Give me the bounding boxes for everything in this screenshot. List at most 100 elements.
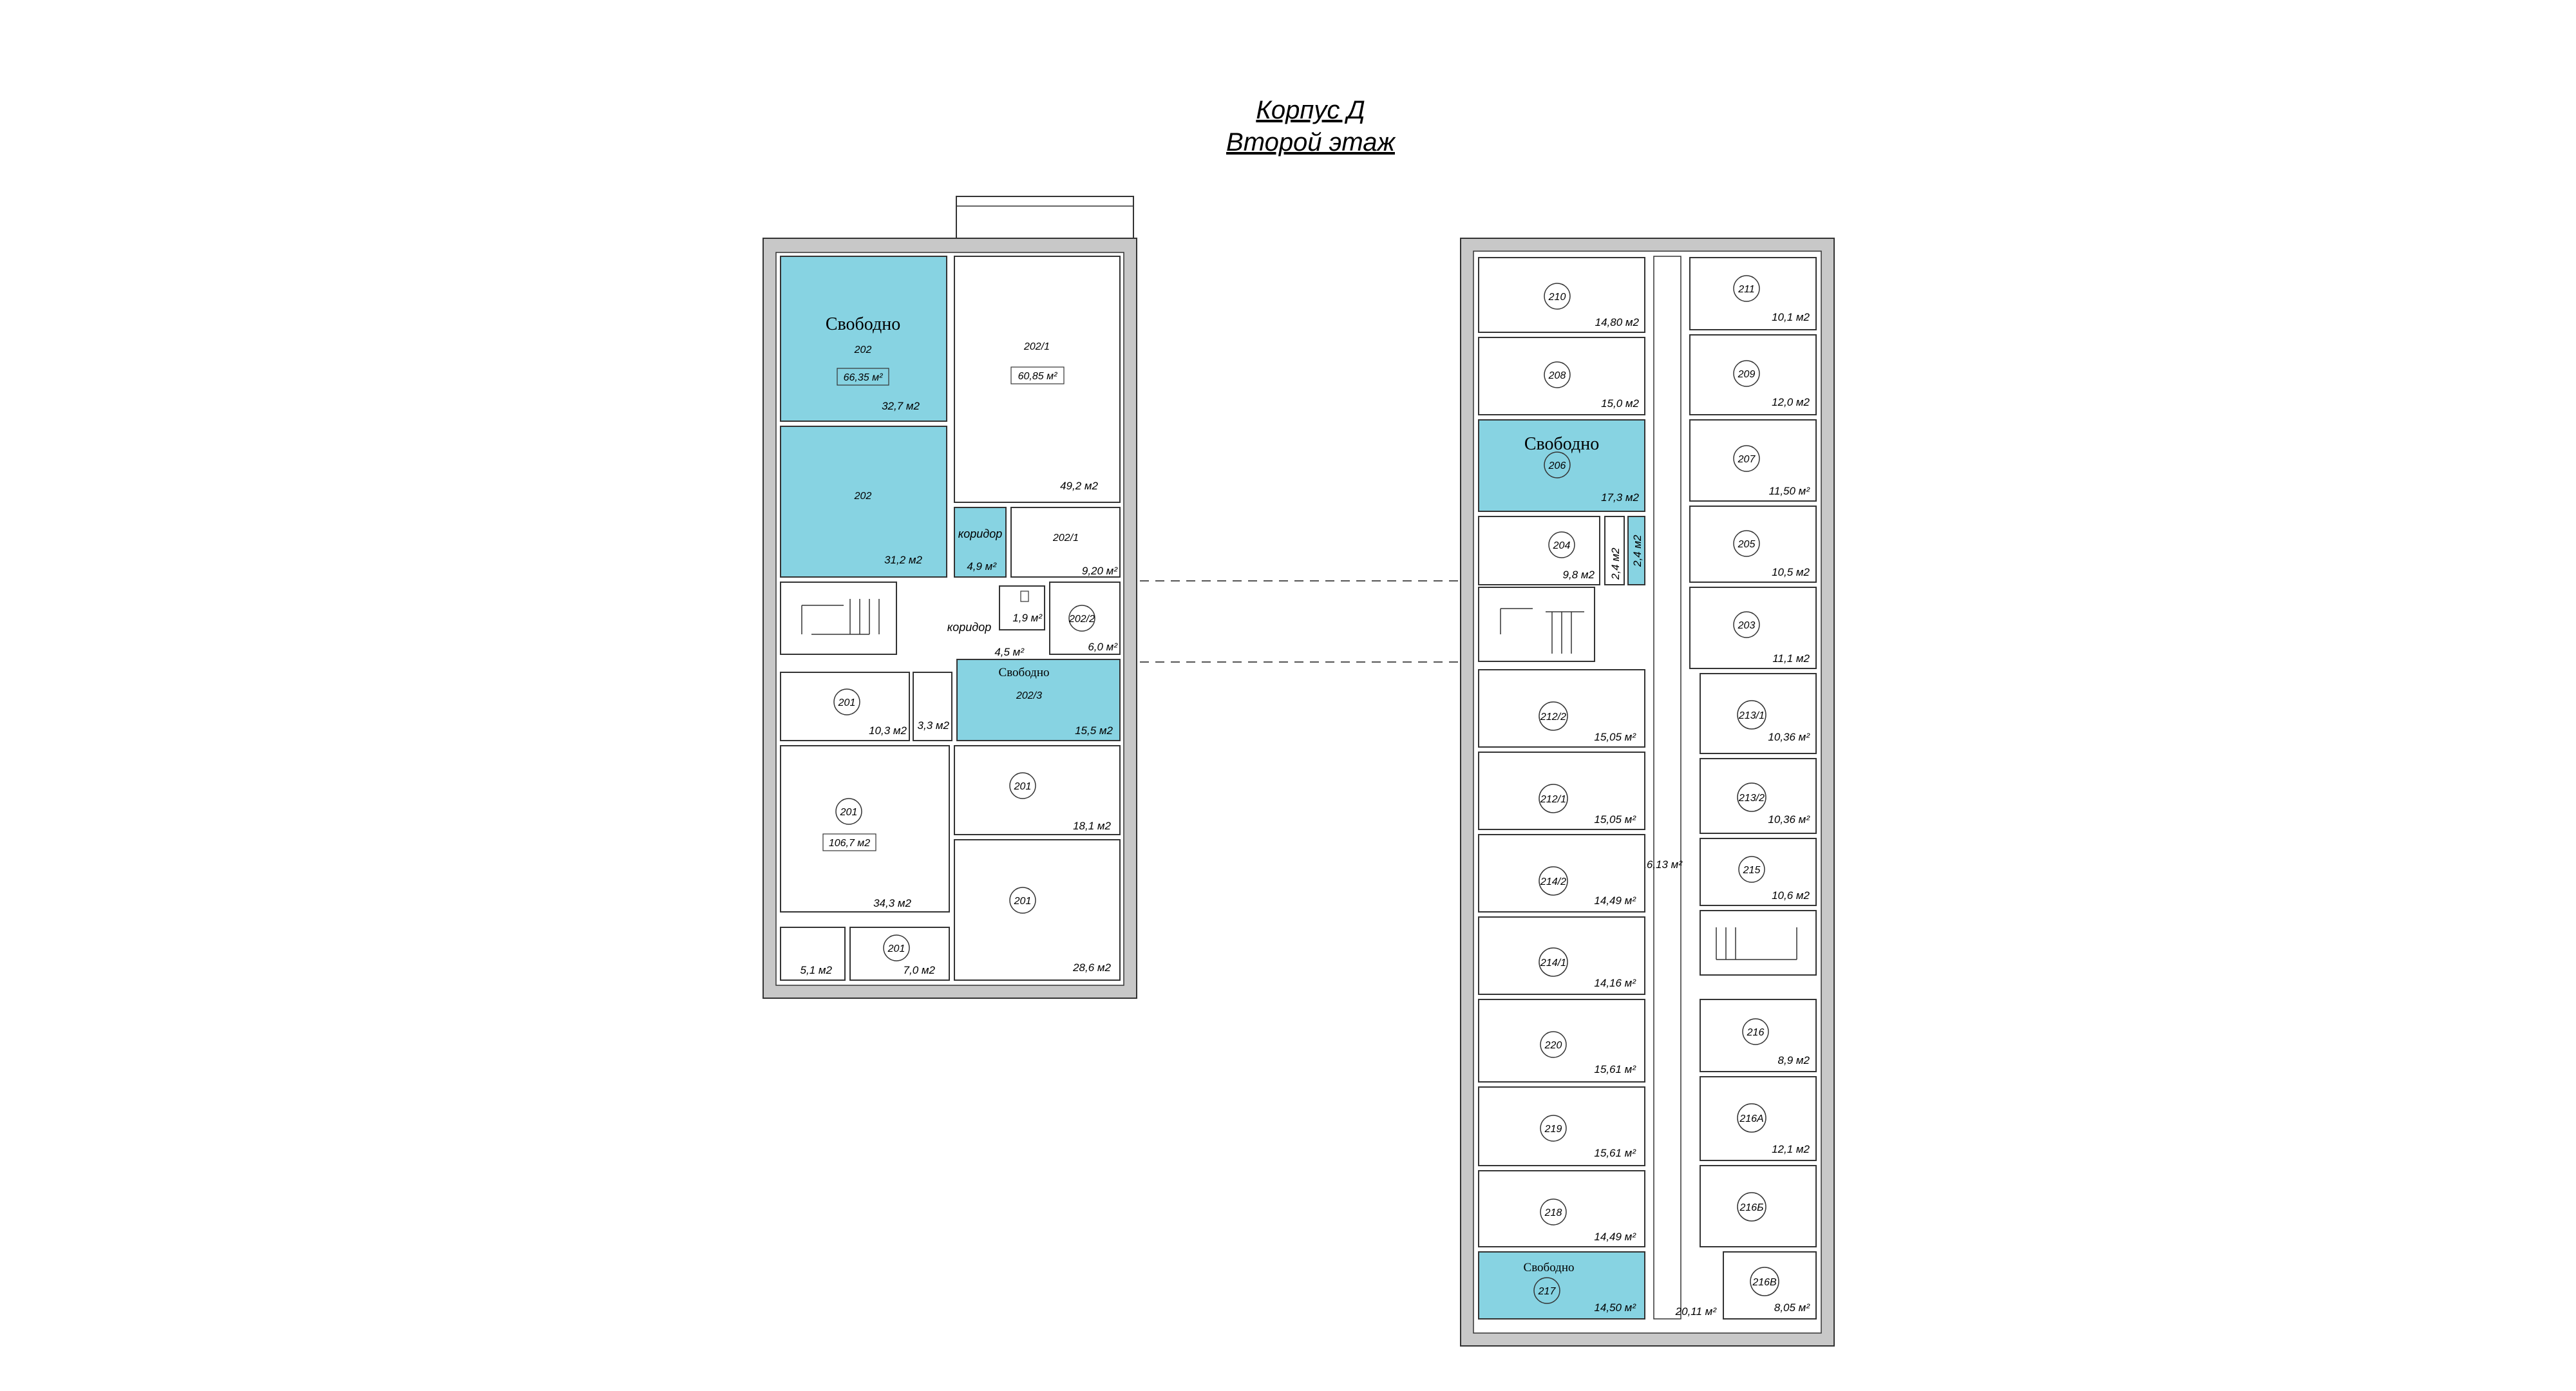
- room-216V[interactable]: [1723, 1251, 1817, 1320]
- room-202-3[interactable]: [956, 659, 1121, 741]
- room-207[interactable]: [1689, 419, 1817, 502]
- room-206-area: 17,3 м2: [1601, 491, 1639, 504]
- room-211[interactable]: [1689, 257, 1817, 330]
- room-201-a-area: 10,3 м2: [869, 724, 907, 737]
- room-202-1-a-total-box: [1010, 366, 1065, 384]
- room-220-marker: [1540, 1031, 1567, 1058]
- room-212-2-area: 15,05 м²: [1594, 731, 1636, 743]
- room-216A[interactable]: [1700, 1076, 1817, 1161]
- room-201-f-area: 7,0 м2: [904, 964, 936, 976]
- room-small-1[interactable]: [1604, 516, 1625, 585]
- room-208[interactable]: [1478, 337, 1645, 415]
- room-216A-area: 12,1 м2: [1772, 1143, 1810, 1155]
- room-209-area: 12,0 м2: [1772, 396, 1810, 408]
- room-210[interactable]: [1478, 257, 1645, 333]
- room-204[interactable]: [1478, 516, 1600, 585]
- room-206-marker: [1544, 451, 1571, 478]
- room-203[interactable]: [1689, 587, 1817, 669]
- room-202-2-area: 6,0 м²: [1088, 641, 1118, 653]
- room-210-number: 210: [1548, 292, 1566, 303]
- room-201-a[interactable]: [780, 672, 910, 741]
- room-201-b[interactable]: [780, 745, 950, 913]
- right-building-block: 16,13 м² 20,11 м² 210 14,80 м2 208 15,0 …: [1460, 238, 1835, 1347]
- room-220-number: 220: [1544, 1040, 1562, 1051]
- room-201-a-number: 201: [838, 697, 856, 708]
- room-219[interactable]: [1478, 1086, 1645, 1166]
- room-219-area: 15,61 м²: [1594, 1147, 1636, 1159]
- room-220[interactable]: [1478, 999, 1645, 1083]
- room-213-2[interactable]: [1700, 758, 1817, 834]
- room-corridor-upper[interactable]: [954, 507, 1007, 578]
- room-201-e-area: 5,1 м2: [800, 964, 833, 976]
- room-202-1-b-area: 9,20 м²: [1082, 565, 1118, 577]
- room-212-1-area: 15,05 м²: [1594, 813, 1636, 826]
- room-207-marker: [1733, 445, 1760, 472]
- room-204-marker: [1548, 531, 1575, 558]
- room-215-area: 10,6 м2: [1772, 889, 1810, 902]
- room-214-2-marker: [1539, 866, 1568, 896]
- room-213-2-marker: [1737, 782, 1766, 812]
- room-207-number: 207: [1738, 454, 1756, 465]
- room-202-3-status: Свободно: [999, 666, 1050, 679]
- room-201-vest[interactable]: [913, 672, 952, 741]
- room-206[interactable]: [1478, 419, 1645, 512]
- room-209-marker: [1733, 360, 1760, 387]
- room-212-2-number: 212/2: [1540, 712, 1566, 723]
- room-218[interactable]: [1478, 1170, 1645, 1247]
- toilet-icon: [1020, 591, 1029, 602]
- room-201-d[interactable]: [954, 839, 1121, 981]
- room-201-e[interactable]: [780, 927, 846, 981]
- room-210-marker: [1544, 283, 1571, 310]
- room-215[interactable]: [1700, 838, 1817, 906]
- room-201-b-total-box: [822, 833, 876, 851]
- room-211-area: 10,1 м2: [1772, 311, 1810, 323]
- room-219-marker: [1540, 1115, 1567, 1142]
- room-202-2-marker: [1068, 605, 1095, 632]
- room-216B-marker: [1737, 1192, 1766, 1222]
- wc-area: 1,9 м²: [1012, 612, 1043, 624]
- room-208-marker: [1544, 361, 1571, 388]
- room-212-2[interactable]: [1478, 669, 1645, 748]
- corridor-lower-right-area: 20,11 м²: [1675, 1305, 1718, 1318]
- room-201-f[interactable]: [849, 927, 950, 981]
- room-212-1-marker: [1539, 784, 1568, 813]
- room-213-1[interactable]: [1700, 673, 1817, 754]
- room-213-1-area: 10,36 м²: [1768, 731, 1810, 743]
- room-201-b-marker: [835, 798, 862, 825]
- room-212-1-number: 212/1: [1540, 794, 1566, 805]
- room-201-c[interactable]: [954, 745, 1121, 835]
- room-216B[interactable]: [1700, 1165, 1817, 1247]
- room-216V-area: 8,05 м²: [1774, 1301, 1810, 1314]
- room-213-2-number: 213/2: [1738, 793, 1765, 804]
- room-204-area: 9,8 м2: [1563, 569, 1595, 581]
- room-214-2[interactable]: [1478, 834, 1645, 913]
- room-205[interactable]: [1689, 506, 1817, 583]
- room-202-a-total-box: [837, 368, 889, 386]
- corridor-upper-right-area: 16,13 м²: [1640, 858, 1683, 871]
- room-212-1[interactable]: [1478, 752, 1645, 830]
- room-213-1-marker: [1737, 700, 1766, 730]
- room-201-c-area: 18,1 м2: [1073, 820, 1111, 832]
- room-202-2[interactable]: [1049, 582, 1121, 655]
- room-202-1-b[interactable]: [1010, 507, 1121, 578]
- room-wc[interactable]: [999, 585, 1045, 630]
- room-216[interactable]: [1700, 999, 1817, 1072]
- room-201-vest-area: 3,3 м2: [918, 719, 950, 732]
- room-202-a[interactable]: [780, 256, 947, 422]
- room-small-2[interactable]: [1627, 516, 1645, 585]
- room-214-2-area: 14,49 м²: [1594, 894, 1636, 907]
- room-214-1[interactable]: [1478, 916, 1645, 995]
- floor-title: Второй этаж: [1226, 128, 1396, 156]
- room-209[interactable]: [1689, 334, 1817, 415]
- room-217[interactable]: [1478, 1251, 1645, 1320]
- room-211-number: 211: [1738, 284, 1755, 295]
- stairs-icon: [1500, 608, 1584, 654]
- stairwell-left: [780, 582, 897, 655]
- room-202-1-a[interactable]: [954, 256, 1121, 503]
- room-202-b-number: 202: [854, 491, 872, 502]
- room-213-1-number: 213/1: [1738, 710, 1765, 721]
- room-205-area: 10,5 м2: [1772, 566, 1810, 578]
- room-201-c-marker: [1009, 772, 1036, 799]
- room-202-b[interactable]: [780, 426, 947, 578]
